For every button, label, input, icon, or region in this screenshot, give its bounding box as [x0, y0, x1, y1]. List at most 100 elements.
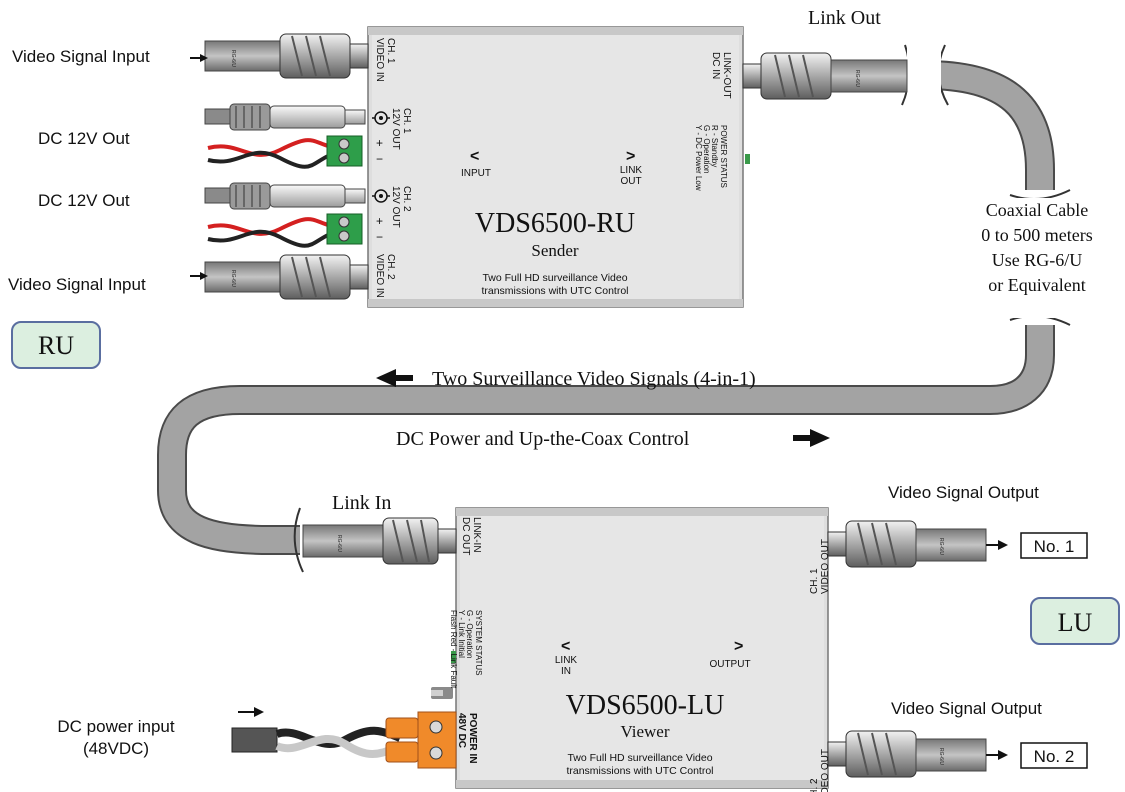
sender-ch1-12v-a: CH. 1 [401, 108, 412, 134]
viewer-desc-2: transmissions with UTC Control [566, 765, 713, 777]
viewer-ch2-out-a: CH. 2 [809, 778, 820, 792]
viewer-model: VDS6500-LU [566, 690, 725, 721]
viewer-linkin-b: DC OUT [460, 517, 471, 555]
viewer-ch1-out-a: CH. 1 [809, 568, 820, 594]
viewer-ch1-out-b: VIDEO OUT [820, 539, 831, 594]
viewer-status-led [451, 651, 456, 663]
viewer-status-y: Y - Link Initial [457, 610, 466, 658]
sender-ch2-dc-jack-symbol [372, 189, 390, 203]
viewer-power-terminal-block [385, 711, 457, 769]
sender-linkout-a: LINK-OUT [721, 52, 732, 99]
sender-ch1-video-b: VIDEO IN [374, 38, 385, 82]
sender-ch2-video-b: VIDEO IN [374, 254, 385, 298]
sender-ch2-12v-b: 12V OUT [390, 186, 401, 228]
sender-link-out-label-2: OUT [620, 176, 641, 187]
sender-ch2-video-in-connector [204, 254, 369, 300]
viewer-ch2-video-out-connector [827, 730, 987, 778]
sender-ch2-plus: + [376, 214, 383, 228]
viewer-link-in-label-2: IN [561, 666, 571, 677]
sender-ch2-terminal-block [326, 213, 363, 245]
sender-ch1-video-a: CH. 1 [385, 38, 396, 64]
label-signals-left: Two Surveillance Video Signals (4-in-1) [432, 368, 756, 390]
sender-input-chevron: < [470, 148, 479, 165]
viewer-status-fr: Flash Red - Link Fault [449, 610, 458, 689]
sender-unit [367, 26, 744, 308]
label-video-out-1: Video Signal Output [888, 483, 1039, 502]
sender-status-title: POWER STATUS [719, 125, 728, 188]
sender-model: VDS6500-RU [475, 208, 635, 239]
rg-mark-5: RG-6/U [938, 538, 944, 555]
label-dc-out-1: DC 12V Out [38, 129, 130, 148]
viewer-role: Viewer [620, 722, 669, 741]
viewer-ch1-video-out-connector [827, 520, 987, 568]
no1-box: No. 1 [1020, 532, 1088, 559]
viewer-desc-1: Two Full HD surveillance Video [567, 752, 712, 764]
sender-link-out-connector [742, 52, 908, 100]
sender-link-out-chevron: > [626, 148, 635, 165]
output-arrow-2 [986, 750, 1008, 760]
sender-role: Sender [531, 241, 579, 260]
viewer-unit [455, 507, 829, 789]
label-link-out: Link Out [808, 7, 881, 29]
rg-mark-1: RG-6/U [230, 50, 236, 67]
sender-ch1-plus: + [376, 136, 383, 150]
sender-link-out-label-1: LINK [620, 165, 643, 176]
viewer-output-label: OUTPUT [709, 659, 750, 670]
viewer-output-chevron: > [734, 638, 743, 655]
label-link-in: Link In [332, 492, 391, 514]
label-video-out-2: Video Signal Output [891, 699, 1042, 718]
output-arrow-1 [986, 540, 1008, 550]
sender-ch2-dc-plug [204, 182, 366, 210]
sender-desc-1: Two Full HD surveillance Video [482, 272, 627, 284]
viewer-ch2-out-b: VIDEO OUT [820, 749, 831, 792]
viewer-power-a: POWER IN [467, 713, 478, 764]
viewer-status-title: SYSTEM STATUS [474, 610, 483, 676]
sender-ch1-minus: − [376, 152, 383, 166]
sender-ch2-12v-a: CH. 2 [401, 186, 412, 212]
no2-box: No. 2 [1020, 742, 1088, 769]
label-dc-power-2: (48VDC) [83, 739, 149, 758]
viewer-toggle-switch[interactable] [431, 687, 453, 699]
label-dc-power-1: DC power input [57, 717, 174, 736]
viewer-link-in-connector [302, 517, 457, 565]
sender-ch1-dc-plug [204, 103, 366, 131]
coax-text-4: or Equivalent [988, 275, 1085, 295]
coax-text-2: 0 to 500 meters [981, 225, 1092, 245]
rg-mark-2: RG-6/U [230, 270, 236, 287]
sender-status-g: G - Operation [702, 125, 711, 173]
sender-ch2-power-wires [207, 217, 329, 248]
rg-mark-3: RG-6/U [854, 70, 860, 87]
viewer-link-in-label-1: LINK [555, 655, 578, 666]
label-video-in-1: Video Signal Input [12, 47, 150, 66]
lu-badge-label: LU [1058, 608, 1093, 637]
label-video-in-2: Video Signal Input [8, 275, 146, 294]
ru-badge-label: RU [38, 331, 74, 360]
label-dc-out-2: DC 12V Out [38, 191, 130, 210]
label-signals-right: DC Power and Up-the-Coax Control [396, 428, 690, 450]
viewer-power-b: 48V DC [456, 713, 467, 748]
no1-label: No. 1 [1034, 537, 1075, 556]
ru-badge: RU [11, 321, 101, 369]
coax-text-1: Coaxial Cable [986, 200, 1088, 220]
viewer-linkin-a: LINK-IN [471, 517, 482, 553]
sender-linkout-b: DC IN [710, 52, 721, 79]
input-arrow-2 [190, 272, 208, 280]
viewer-link-in-chevron: < [561, 638, 570, 655]
sender-ch2-video-a: CH. 2 [385, 254, 396, 280]
arrow-right-power [793, 429, 830, 447]
rg-mark-6: RG-6/U [938, 748, 944, 765]
sender-status-r: R - Standby [710, 125, 719, 167]
no2-label: No. 2 [1034, 747, 1075, 766]
sender-ch1-dc-jack-symbol [372, 111, 390, 125]
sender-ch1-terminal-block [326, 135, 363, 167]
sender-status-led [745, 154, 750, 164]
sender-ch1-12v-b: 12V OUT [390, 108, 401, 150]
input-arrow-1 [190, 54, 208, 62]
sender-ch2-minus: − [376, 230, 383, 244]
sender-ch1-power-wires [207, 138, 329, 169]
viewer-status-g: G - Operation [465, 610, 474, 658]
power-input-arrow [238, 707, 264, 717]
coax-text-3: Use RG-6/U [992, 250, 1083, 270]
rg-mark-4: RG-6/U [336, 535, 342, 552]
